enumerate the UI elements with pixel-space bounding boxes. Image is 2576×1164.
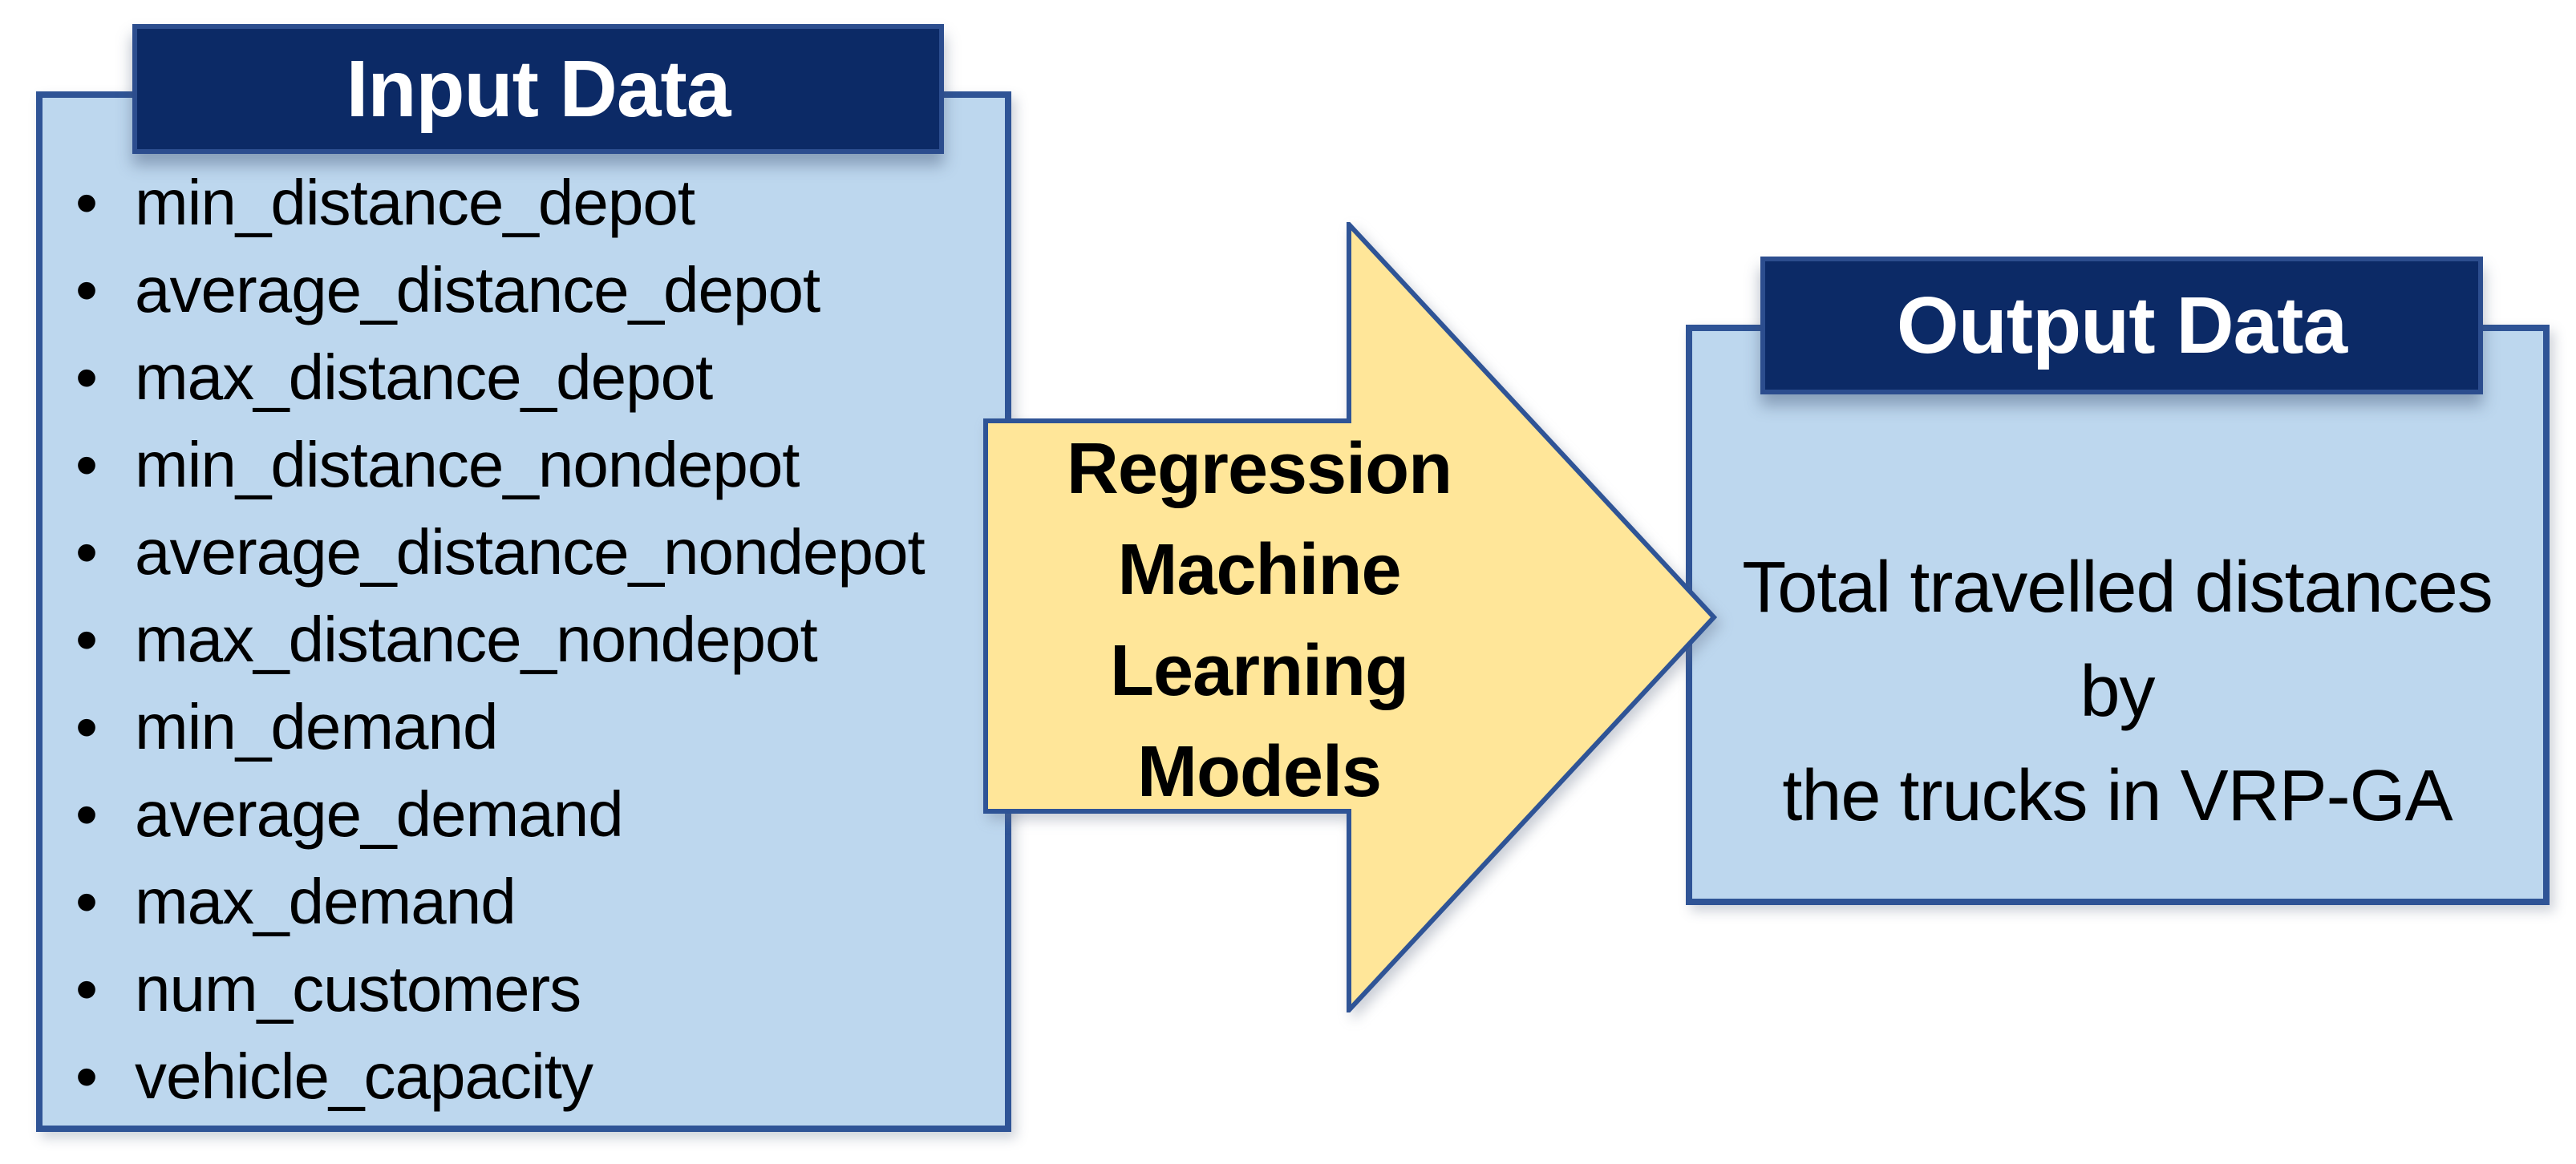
- list-item-label: vehicle_capacity: [135, 1040, 593, 1112]
- list-item-label: min_demand: [135, 690, 498, 762]
- list-item-label: num_customers: [135, 952, 581, 1025]
- list-item-label: max_distance_depot: [135, 341, 713, 413]
- right-arrow-icon: [983, 222, 1717, 1012]
- list-item-label: max_distance_nondepot: [135, 603, 818, 675]
- list-item: • min_demand: [72, 683, 994, 770]
- arrow-label-line: Regression: [1066, 429, 1452, 509]
- list-item: • average_demand: [72, 770, 994, 858]
- bullet-icon: •: [75, 428, 98, 500]
- list-item: • min_distance_depot: [72, 159, 994, 246]
- list-item: • max_distance_nondepot: [72, 596, 994, 683]
- right-arrow-shape: [983, 222, 1717, 1012]
- list-item: • max_demand: [72, 858, 994, 945]
- list-item-label: max_demand: [135, 865, 516, 937]
- arrow-label-line: Models: [1136, 732, 1382, 812]
- output-text-line: the trucks in VRP-GA: [1782, 756, 2452, 836]
- bullet-icon: •: [75, 1040, 98, 1112]
- list-item-label: average_distance_nondepot: [135, 515, 925, 588]
- bullet-icon: •: [75, 515, 98, 588]
- output-text-line: Total travelled distances by: [1742, 548, 2493, 732]
- bullet-icon: •: [75, 253, 98, 325]
- list-item: • max_distance_depot: [72, 333, 994, 421]
- list-item: • average_distance_depot: [72, 246, 994, 333]
- list-item-label: average_distance_depot: [135, 253, 820, 325]
- list-item: • min_distance_nondepot: [72, 421, 994, 508]
- arrow-label-line: Learning: [1109, 631, 1409, 711]
- input-data-box: [36, 91, 1011, 1132]
- input-feature-list: • min_distance_depot • average_distance_dep…: [72, 159, 994, 1120]
- bullet-icon: •: [75, 341, 98, 413]
- input-data-header: Input Data: [132, 24, 944, 154]
- arrow-label-line: Machine: [1117, 530, 1401, 610]
- bullet-icon: •: [75, 778, 98, 850]
- list-item-label: average_demand: [135, 778, 624, 850]
- input-data-title: Input Data: [346, 43, 731, 134]
- output-data-title: Output Data: [1896, 280, 2347, 370]
- list-item: • average_distance_nondepot: [72, 508, 994, 596]
- list-item-label: min_distance_depot: [135, 166, 695, 238]
- bullet-icon: •: [75, 952, 98, 1025]
- bullet-icon: •: [75, 166, 98, 238]
- bullet-icon: •: [75, 690, 98, 762]
- list-item: • num_customers: [72, 945, 994, 1033]
- list-item-label: min_distance_nondepot: [135, 428, 800, 500]
- output-data-header: Output Data: [1760, 257, 2483, 394]
- output-data-text: Total travelled distances by the trucks …: [1716, 536, 2518, 848]
- arrow-label: Regression Machine Learning Models: [1002, 418, 1516, 822]
- list-item: • vehicle_capacity: [72, 1033, 994, 1120]
- bullet-icon: •: [75, 603, 98, 675]
- bullet-icon: •: [75, 865, 98, 937]
